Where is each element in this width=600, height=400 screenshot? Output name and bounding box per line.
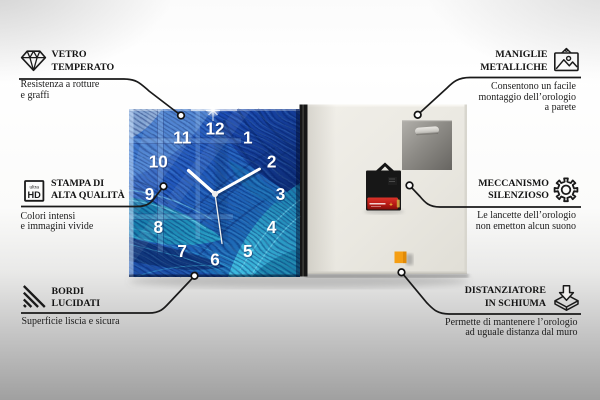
svg-text:6: 6 bbox=[211, 251, 221, 271]
svg-text:HD: HD bbox=[28, 190, 42, 200]
svg-text:3: 3 bbox=[276, 184, 286, 204]
svg-text:11: 11 bbox=[173, 128, 192, 148]
svg-text:5: 5 bbox=[243, 241, 253, 261]
svg-text:+: + bbox=[389, 203, 393, 209]
svg-text:10: 10 bbox=[150, 153, 169, 173]
svg-text:4: 4 bbox=[267, 217, 277, 237]
svg-text:12: 12 bbox=[206, 120, 225, 140]
svg-text:2: 2 bbox=[267, 152, 277, 172]
svg-text:7: 7 bbox=[177, 241, 187, 261]
svg-text:5: 5 bbox=[244, 242, 254, 262]
svg-text:1: 1 bbox=[243, 128, 253, 148]
svg-text:9: 9 bbox=[146, 185, 156, 205]
svg-text:10: 10 bbox=[149, 152, 168, 172]
svg-text:6: 6 bbox=[210, 250, 220, 270]
svg-text:1: 1 bbox=[244, 129, 254, 149]
svg-text:4: 4 bbox=[268, 218, 278, 238]
svg-text:9: 9 bbox=[145, 184, 155, 204]
svg-text:ultra: ultra bbox=[29, 184, 39, 190]
svg-text:11: 11 bbox=[174, 129, 193, 149]
svg-text:12: 12 bbox=[205, 119, 224, 139]
svg-text:3: 3 bbox=[277, 185, 287, 205]
svg-text:8: 8 bbox=[154, 218, 164, 238]
svg-text:7: 7 bbox=[178, 242, 188, 262]
svg-text:2: 2 bbox=[268, 153, 278, 173]
svg-text:8: 8 bbox=[154, 217, 164, 237]
